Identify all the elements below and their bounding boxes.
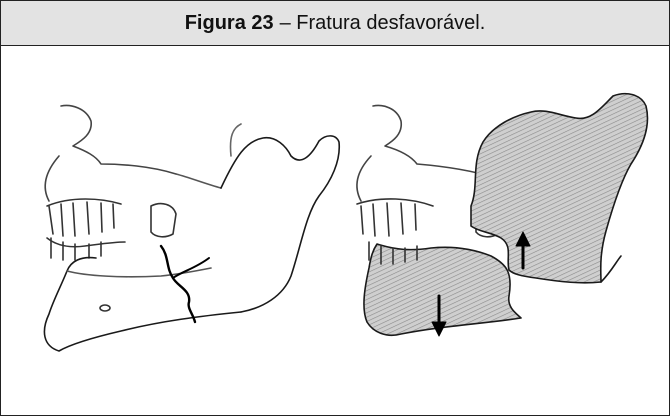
figure-caption: Figura 23 – Fratura desfavorável. [1, 1, 669, 46]
right-mandible-drawing [357, 94, 648, 336]
figure-illustration [1, 46, 669, 415]
jaw-drawing [1, 46, 669, 415]
caption-text: – Fratura desfavorável. [280, 12, 486, 35]
caption-label: Figura 23 [185, 12, 274, 35]
left-mandible-drawing [44, 106, 339, 351]
